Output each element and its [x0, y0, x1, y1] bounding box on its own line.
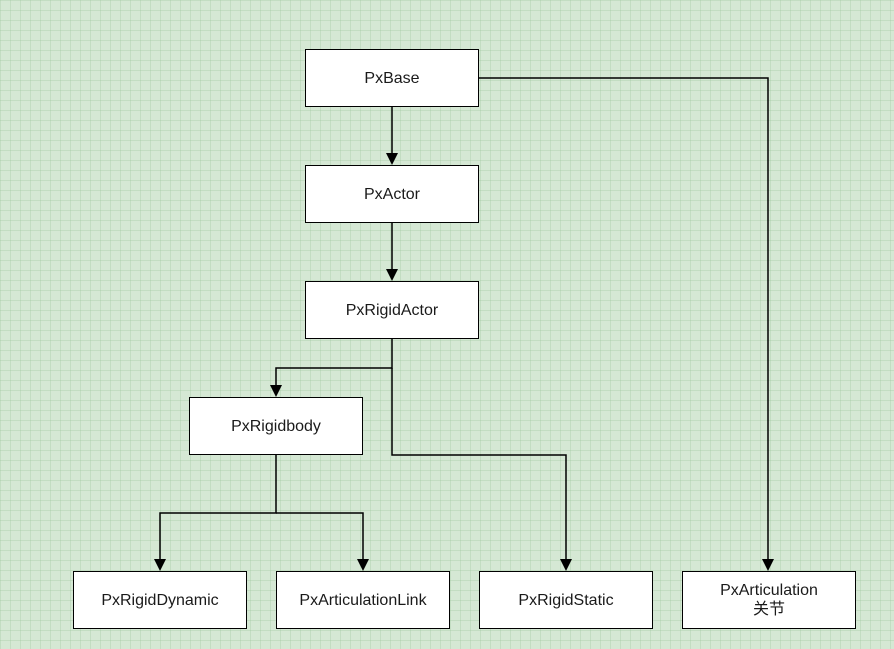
node-pxrigidactor[interactable]: PxRigidActor	[305, 281, 479, 339]
edge-pxrigidbody-pxarticulationlink	[276, 512, 364, 562]
arrowhead-pxactor	[386, 153, 398, 165]
node-pxarticulation-label: PxArticulation	[720, 582, 818, 599]
node-pxrigidstatic[interactable]: PxRigidStatic	[479, 571, 653, 629]
node-pxrigiddynamic-label: PxRigidDynamic	[101, 591, 219, 609]
node-pxarticulationlink[interactable]: PxArticulationLink	[276, 571, 450, 629]
node-pxarticulationlink-label: PxArticulationLink	[299, 591, 427, 609]
node-pxrigiddynamic[interactable]: PxRigidDynamic	[73, 571, 247, 629]
arrowhead-pxarticulation	[762, 559, 774, 571]
edge-pxrigidactor-pxrigidstatic	[391, 368, 567, 562]
edge-pxrigidbody-pxrigiddynamic	[159, 455, 277, 562]
edge-pxbase-pxarticulation	[479, 77, 769, 562]
node-pxarticulation-sublabel: 关节	[752, 601, 785, 618]
arrowhead-pxrigiddynamic	[154, 559, 166, 571]
node-pxactor[interactable]: PxActor	[305, 165, 479, 223]
node-pxactor-label: PxActor	[363, 185, 420, 203]
edge-pxrigidactor-pxrigidbody	[275, 339, 393, 388]
arrowhead-pxrigidstatic	[560, 559, 572, 571]
arrowhead-pxarticulationlink	[357, 559, 369, 571]
node-pxbase[interactable]: PxBase	[305, 49, 479, 107]
node-pxarticulation[interactable]: PxArticulation 关节	[682, 571, 856, 629]
node-pxbase-label: PxBase	[364, 69, 420, 87]
node-pxrigidbody-label: PxRigidbody	[231, 417, 321, 435]
arrowhead-pxrigidbody	[270, 385, 282, 397]
node-pxrigidactor-label: PxRigidActor	[345, 301, 439, 319]
node-pxrigidstatic-label: PxRigidStatic	[518, 591, 614, 609]
arrowhead-pxrigidactor	[386, 269, 398, 281]
node-pxrigidbody[interactable]: PxRigidbody	[189, 397, 363, 455]
